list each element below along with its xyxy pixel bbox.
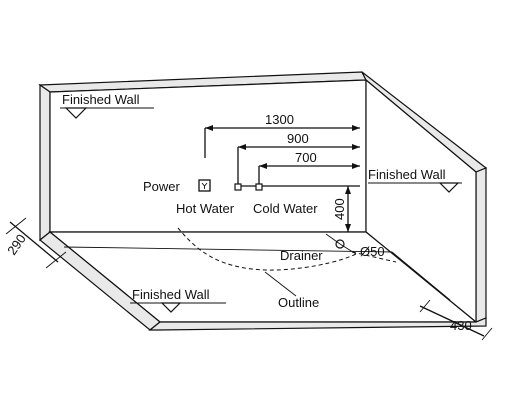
left-wall (39, 83, 51, 242)
outline-label: Outline (278, 295, 319, 310)
drain-diameter-label: Ø50 (360, 244, 385, 259)
dimension-700-label: 700 (295, 150, 317, 165)
outline-leader (264, 271, 297, 297)
dimension-290 (5, 217, 67, 269)
hot-water-valve-icon (234, 183, 242, 191)
finished-wall-back-label: Finished Wall (62, 92, 140, 107)
cold-water-valve-icon (255, 183, 263, 191)
room-walls (38, 71, 488, 331)
drainer-label: Drainer (280, 248, 323, 263)
power-outlet-icon (198, 179, 211, 192)
dimension-900-label: 900 (287, 131, 309, 146)
tub-outline (177, 227, 357, 271)
drainer-leader (325, 233, 341, 245)
drainer-dash-line (351, 251, 397, 263)
finished-wall-front-label: Finished Wall (132, 287, 210, 302)
dimension-900 (237, 144, 360, 186)
dimension-430 (419, 299, 493, 341)
dimension-430-label: 430 (450, 318, 472, 333)
dimension-400-label: 400 (332, 198, 347, 220)
drainer-circle (335, 239, 345, 249)
power-label: Power (143, 179, 181, 194)
right-wall (475, 167, 487, 323)
dimension-700 (258, 163, 360, 186)
cold-water-label: Cold Water (253, 201, 318, 216)
front-wall-bottom (148, 317, 487, 331)
hot-water-label: Hot Water (176, 201, 235, 216)
finished-wall-right-label: Finished Wall (368, 167, 446, 182)
dimension-1300 (204, 125, 360, 158)
dimension-1300-label: 1300 (265, 112, 294, 127)
floor-line-back (63, 246, 393, 253)
floor-line-right (391, 251, 451, 301)
